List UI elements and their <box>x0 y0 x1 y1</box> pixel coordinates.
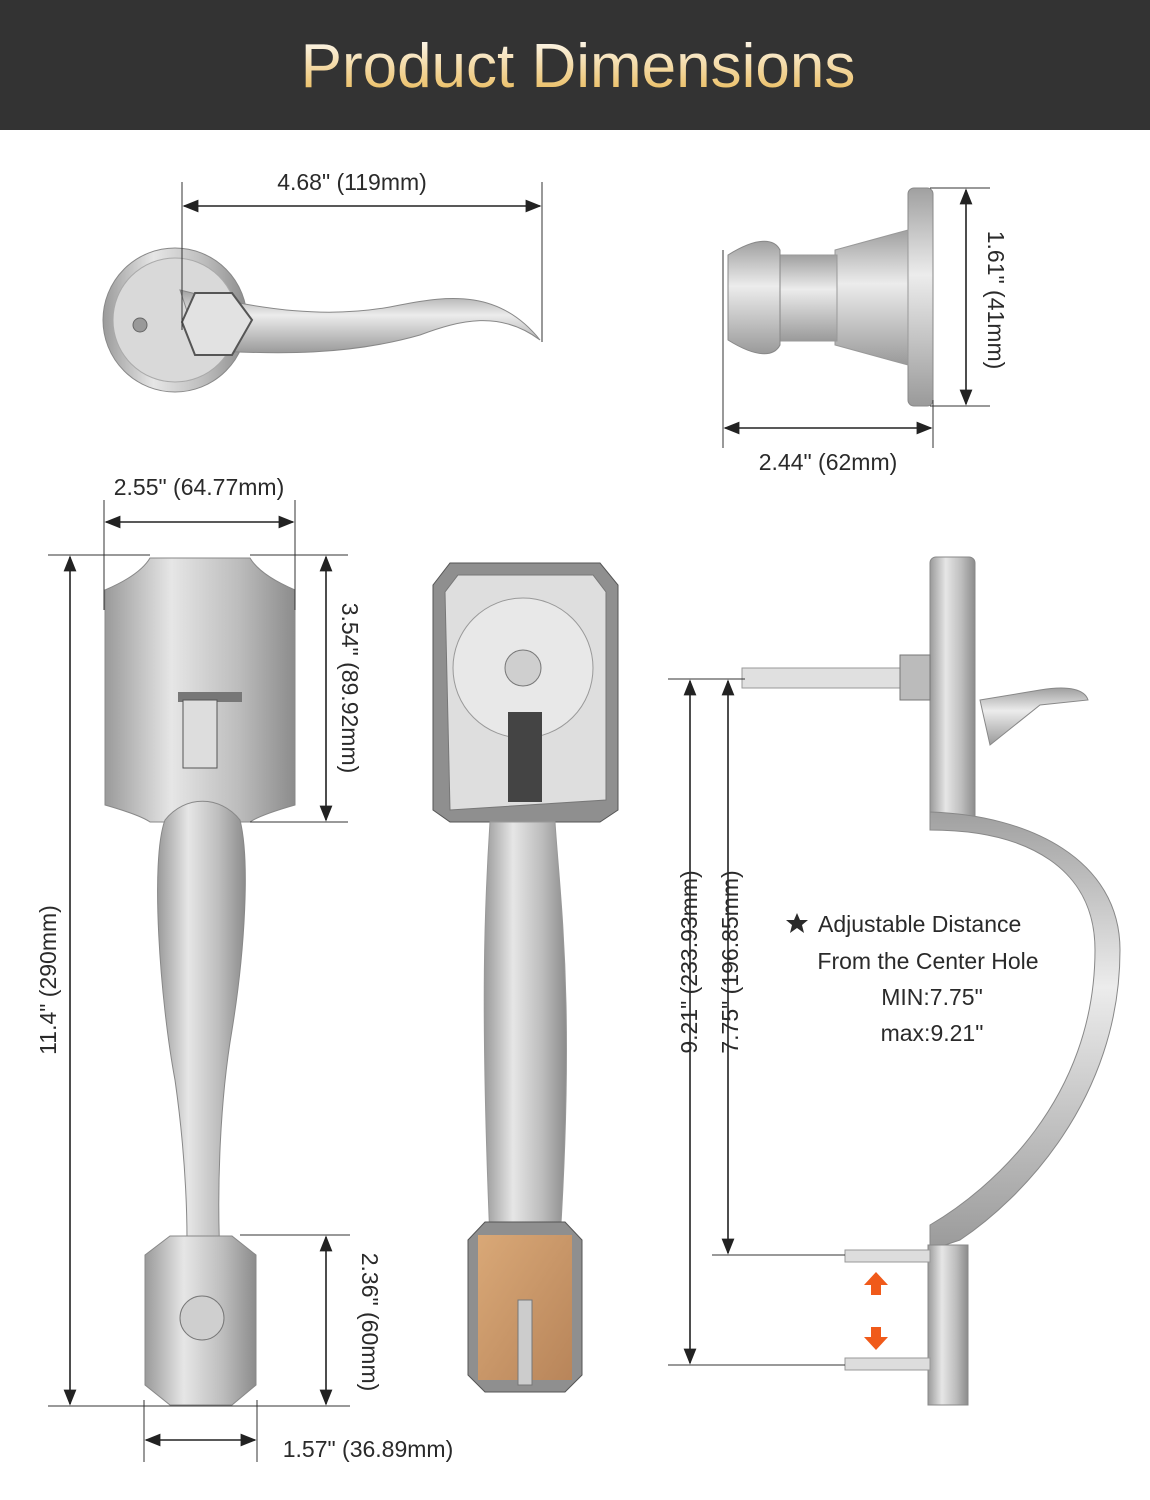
adjustable-distance-note: Adjustable Distance From the Center Hole… <box>786 911 1039 1046</box>
handleset-back-view <box>432 562 619 1393</box>
bottom-plate-width-label: 1.57" (36.89mm) <box>283 1436 454 1462</box>
dim-max-distance: 9.21" (233.93mm) <box>668 678 845 1366</box>
dim-lever-length: 4.68" (119mm) <box>181 169 543 342</box>
arrow-up-icon <box>864 1272 888 1295</box>
dim-knob-width: 2.44" (62mm) <box>722 250 934 475</box>
knob-width-label: 2.44" (62mm) <box>759 449 898 475</box>
min-distance-label: 7.75" (196.85mm) <box>717 870 743 1053</box>
title-svg: Product Dimensions <box>301 32 856 101</box>
handleset-side-view <box>741 556 1121 1406</box>
plate-height-label: 3.54" (89.92mm) <box>337 603 363 774</box>
lever-front-view <box>102 247 541 393</box>
dim-bottom-plate-height: 2.36" (60mm) <box>240 1234 383 1406</box>
star-icon <box>786 913 808 933</box>
max-distance-label: 9.21" (233.93mm) <box>676 870 702 1053</box>
dim-total-height: 11.4" (290mm) <box>35 554 350 1407</box>
header-bar <box>0 0 1150 130</box>
total-height-label: 11.4" (290mm) <box>35 905 61 1055</box>
bottom-plate-height-label: 2.36" (60mm) <box>357 1253 383 1392</box>
handleset-front-view <box>104 557 296 1406</box>
lever-length-label: 4.68" (119mm) <box>277 169 427 195</box>
page-title: Product Dimensions <box>301 32 856 101</box>
rose-depth-label: 1.61" (41mm) <box>983 231 1009 370</box>
note-line-4: max:9.21" <box>881 1020 984 1046</box>
dim-min-distance: 7.75" (196.85mm) <box>712 679 845 1256</box>
dim-rose-depth: 1.61" (41mm) <box>930 187 1009 407</box>
plate-width-label: 2.55" (64.77mm) <box>114 474 285 500</box>
note-line-3: MIN:7.75" <box>881 984 982 1010</box>
dim-bottom-plate-width: 1.57" (36.89mm) <box>143 1400 454 1462</box>
note-line-2: From the Center Hole <box>817 948 1038 974</box>
lever-side-view <box>727 187 934 407</box>
dim-plate-height: 3.54" (89.92mm) <box>250 554 363 823</box>
arrow-down-icon <box>864 1327 888 1350</box>
note-line-1: Adjustable Distance <box>818 911 1021 937</box>
